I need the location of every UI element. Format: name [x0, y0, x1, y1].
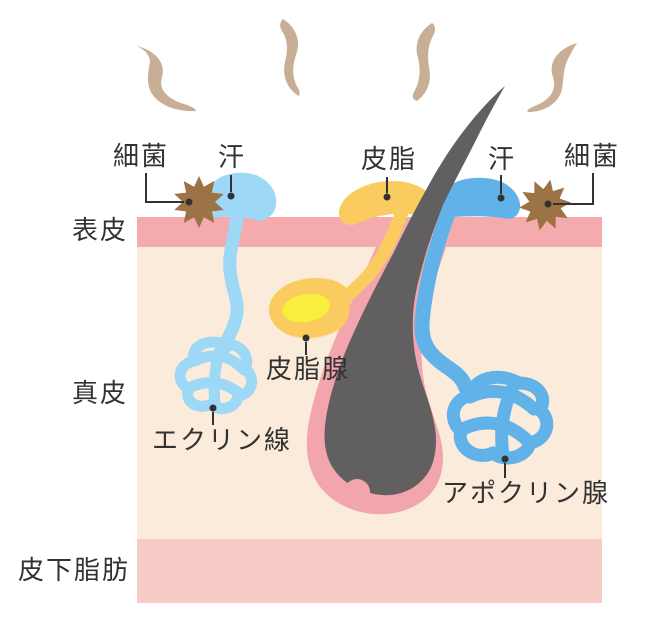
bacteria-icon	[174, 176, 224, 228]
sebum-blob	[338, 181, 436, 226]
bacteria-right-label: 細菌	[564, 142, 621, 172]
dermal-papilla	[344, 479, 370, 505]
subcutaneous-fat-layer	[137, 539, 602, 603]
bacteria-left-label: 細菌	[113, 142, 170, 172]
eccrine-gland-label: エクリン線	[152, 426, 293, 456]
steam-wisp-icon	[527, 43, 577, 112]
hair-shaft	[324, 86, 505, 496]
apocrine-gland-coil	[446, 370, 554, 465]
apocrine-duct	[414, 200, 474, 396]
sweat-right-label: 汗	[488, 145, 517, 175]
subcutaneous-fat-label: 皮下脂肪	[17, 556, 130, 586]
eccrine-duct	[218, 193, 245, 355]
sebaceous-gland-label: 皮脂腺	[266, 355, 351, 385]
epidermis-layer	[137, 217, 602, 247]
sweat-drop-right	[437, 177, 521, 219]
sebaceous-duct	[338, 205, 409, 305]
dermis-label: 真皮	[71, 379, 128, 409]
steam-wisp-icon	[412, 23, 436, 101]
sebum-label: 皮脂	[361, 145, 418, 175]
steam-wisp-icon	[280, 19, 300, 96]
steam-wisp-icon	[137, 46, 196, 112]
epidermis-label: 表皮	[71, 216, 128, 246]
sebaceous-gland-core	[282, 293, 330, 323]
eccrine-gland-coil	[174, 336, 258, 415]
sweat-drop-left	[205, 172, 277, 221]
pointer-dots	[185, 192, 552, 463]
pointer-lines	[145, 173, 594, 478]
sweat-left-label: 汗	[218, 143, 247, 173]
apocrine-gland-label: アポクリン腺	[442, 479, 611, 509]
